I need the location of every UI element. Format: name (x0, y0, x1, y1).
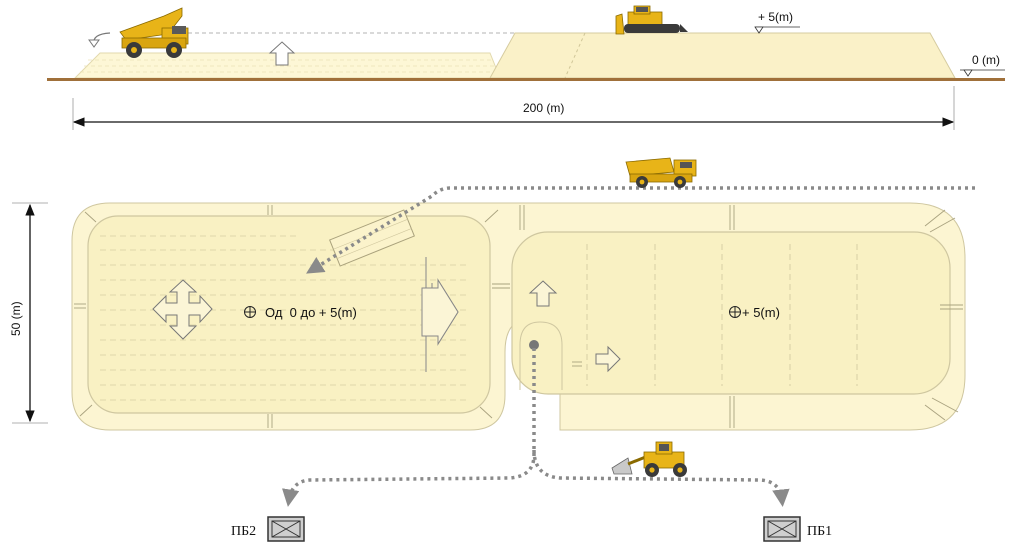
truck-entry-pad (329, 209, 415, 267)
right-zone-marker (729, 306, 741, 318)
access-ramp (519, 321, 563, 390)
lower-fill-hatching (80, 59, 498, 73)
width-dimension-label: 200 (m) (523, 101, 564, 115)
stockpile-box-icon (763, 516, 801, 542)
spread-arrows-icon (152, 279, 213, 340)
dump-truck-icon (625, 157, 697, 188)
ramp-right-arrow-icon (595, 345, 621, 373)
cross-section-profile: + 5(m) 0 (m) 200 (m) (47, 5, 1005, 130)
left-cell (87, 215, 491, 414)
upper-level-marker (754, 26, 800, 34)
route-to-pb1 (532, 449, 790, 507)
height-dimension-label: 50 (m) (9, 301, 23, 336)
right-zone-label: + 5(m) (742, 305, 780, 320)
stockpile-left-label: ПБ2 (231, 524, 256, 539)
plan-view: Од 0 до + 5(m) + 5(m) 50 (m) (9, 157, 975, 542)
stockpile-box-icon (267, 516, 305, 542)
raise-arrow-icon (268, 41, 296, 66)
fill-direction-arrow-icon (421, 257, 459, 372)
route-to-pb2 (282, 348, 536, 507)
loading-point (529, 340, 539, 350)
bulldozer-icon (615, 5, 688, 35)
ground-level-label: 0 (m) (972, 53, 1000, 67)
ground-line (47, 78, 1005, 81)
wheel-loader-icon (611, 441, 687, 477)
stockpile-right-label: ПБ1 (807, 524, 832, 539)
slope-ticks (74, 205, 963, 428)
upper-level-label: + 5(m) (758, 10, 793, 24)
right-cell-lanes (586, 244, 858, 386)
left-zone-label: Од 0 до + 5(m) (265, 305, 357, 320)
left-zone-marker (244, 306, 256, 318)
ground-level-marker (960, 69, 1005, 77)
right-cell (511, 231, 951, 395)
haul-route-path (306, 186, 975, 274)
ramp-up-arrow-icon (528, 280, 558, 307)
dump-truck-icon (119, 7, 189, 58)
upper-platform (489, 32, 956, 79)
